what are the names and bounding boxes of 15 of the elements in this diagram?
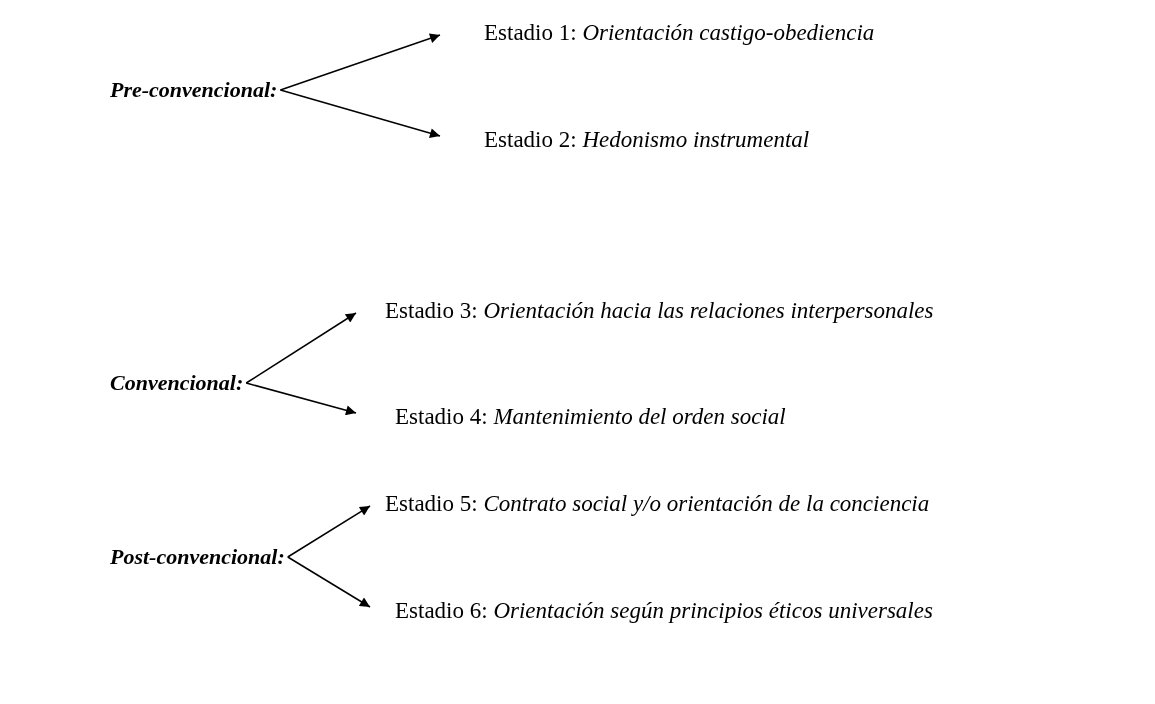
arrow bbox=[245, 382, 357, 416]
stage-label: Estadio 5: Contrato social y/o orientación de la conciencia bbox=[370, 490, 930, 518]
stage-label: Estadio 4: Mantenimiento del orden social bbox=[356, 403, 786, 431]
level-label: Convencional: bbox=[110, 369, 244, 397]
level-label: Post-convencional: bbox=[110, 543, 285, 571]
arrow bbox=[287, 505, 371, 558]
stage-label: Estadio 2: Hedonismo instrumental bbox=[440, 126, 810, 154]
level-label: Pre-convencional: bbox=[110, 76, 278, 104]
arrow bbox=[287, 556, 371, 608]
stage-label: Estadio 3: Orientación hacia las relaciones interpersonales bbox=[356, 297, 934, 325]
stage-label: Estadio 1: Orientación castigo-obediencia bbox=[440, 19, 875, 47]
arrow bbox=[279, 33, 441, 91]
arrow bbox=[279, 89, 441, 139]
stage-label: Estadio 6: Orientación según principios éticos universales bbox=[370, 597, 933, 625]
arrow bbox=[245, 312, 357, 384]
